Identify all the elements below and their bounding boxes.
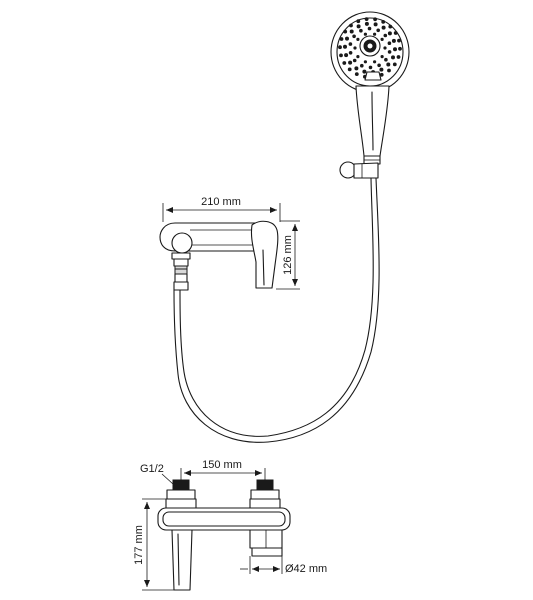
- nozzle-dot: [364, 21, 369, 26]
- nozzle-dot: [348, 51, 353, 55]
- nozzle-dot: [380, 55, 384, 59]
- dimension-height: 126 mm: [276, 220, 300, 290]
- dimension-overall-height: 177 mm: [133, 498, 174, 591]
- nozzle-dot: [373, 60, 377, 64]
- nozzle-dot: [387, 41, 392, 45]
- nozzle-dot: [349, 29, 354, 34]
- nozzle-dot: [339, 53, 343, 58]
- dimension-width-label: 210 mm: [201, 196, 241, 208]
- nozzle-dot: [343, 44, 347, 49]
- nozzle-dot: [348, 42, 353, 46]
- nozzle-dot: [379, 67, 384, 72]
- wall-holder: [339, 161, 379, 179]
- nozzle-dot: [356, 37, 360, 42]
- nozzle-dot: [373, 22, 378, 27]
- nozzle-dot: [377, 63, 381, 68]
- nozzle-dot: [387, 31, 392, 36]
- dimension-height-label: 126 mm: [282, 235, 294, 275]
- nozzle-dot: [343, 29, 348, 34]
- dimension-spacing-label: 150 mm: [202, 459, 242, 471]
- nozzle-dot: [363, 32, 367, 36]
- nozzle-dot: [345, 36, 349, 41]
- nozzle-dot: [352, 34, 356, 39]
- nozzle-dot: [354, 66, 359, 71]
- nozzle-dot: [352, 58, 357, 63]
- nozzle-dot: [354, 72, 359, 76]
- hand-shower: [330, 11, 410, 165]
- spray-nozzles: [338, 17, 402, 79]
- nozzle-dot: [397, 38, 401, 43]
- nozzle-dot: [347, 67, 352, 72]
- nozzle-dot: [359, 28, 363, 33]
- nozzle-dot: [387, 68, 391, 73]
- dimension-width: 210 mm: [162, 196, 281, 222]
- nozzle-dot: [386, 62, 391, 67]
- nozzle-dot: [344, 53, 349, 58]
- nozzle-dot: [393, 47, 397, 52]
- nozzle-dot: [391, 55, 395, 60]
- dimension-spacing: 150 mm: [180, 459, 266, 480]
- dimension-overall-height-label: 177 mm: [133, 525, 145, 565]
- nozzle-dot: [398, 46, 402, 51]
- nozzle-dot: [391, 38, 396, 43]
- nozzle-dot: [356, 55, 360, 59]
- nozzle-dot: [376, 28, 381, 33]
- nozzle-dot: [339, 37, 344, 41]
- shower-hose: [179, 177, 374, 437]
- nozzle-dot: [356, 24, 361, 29]
- nozzle-dot: [353, 46, 357, 50]
- nozzle-dot: [383, 33, 388, 38]
- nozzle-dot: [363, 60, 367, 64]
- dimension-diameter: Ø42 mm: [240, 556, 327, 575]
- nozzle-dot: [387, 50, 392, 54]
- nozzle-dot: [379, 72, 384, 77]
- nozzle-dot: [380, 37, 384, 42]
- thread-label: G1/2: [140, 463, 164, 475]
- nozzle-dot: [348, 60, 353, 65]
- mixer-front-view: [159, 220, 279, 291]
- nozzle-dot: [362, 69, 367, 74]
- mixer-top-view: [157, 479, 291, 591]
- nozzle-dot: [388, 24, 393, 29]
- nozzle-dot: [381, 20, 386, 24]
- nozzle-dot: [367, 26, 372, 31]
- shower-hose-inner: [173, 177, 380, 443]
- nozzle-dot: [373, 17, 377, 22]
- nozzle-dot: [338, 45, 342, 50]
- dimension-diameter-label: Ø42 mm: [285, 563, 327, 575]
- nozzle-dot: [368, 65, 373, 70]
- nozzle-dot: [393, 31, 398, 35]
- nozzle-dot: [349, 23, 353, 28]
- nozzle-dot: [356, 19, 361, 24]
- nozzle-dot: [373, 32, 377, 36]
- nozzle-dot: [381, 25, 386, 30]
- nozzle-dot: [360, 63, 364, 68]
- nozzle-dot: [364, 17, 369, 21]
- nozzle-dot: [384, 57, 388, 62]
- nozzle-dot: [342, 61, 347, 65]
- nozzle-dot: [392, 62, 397, 67]
- nozzle-dot: [383, 46, 387, 50]
- nozzle-dot: [396, 55, 401, 59]
